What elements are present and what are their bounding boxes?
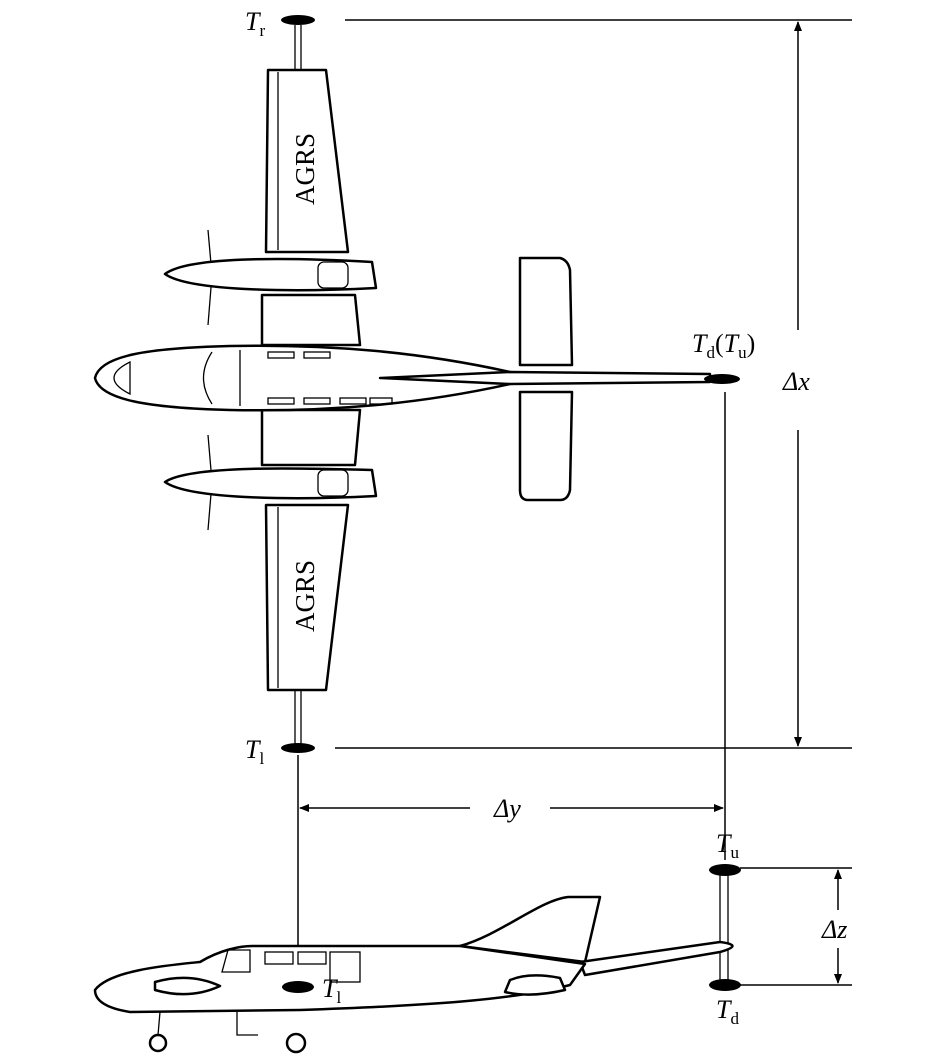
reference-lines [297, 19, 852, 986]
label-t-l-side: Tl [322, 974, 341, 1007]
wing-label-bottom: AGRS [290, 560, 320, 632]
towed-bird-l [281, 743, 315, 753]
towed-bird-d [704, 374, 740, 384]
towed-bird-l-side [282, 981, 314, 993]
towed-bird-d-side [709, 979, 741, 991]
label-t-u: Tu [716, 829, 739, 862]
label-t-d: Td [716, 995, 739, 1028]
wing-label-top: AGRS [290, 133, 320, 205]
label-t-r: Tr [245, 7, 265, 40]
label-delta-x: Δx [782, 367, 810, 396]
label-t-l-top: Tl [245, 735, 264, 768]
aircraft-top-view [93, 15, 740, 753]
label-delta-z: Δz [821, 915, 847, 944]
label-t-d-t-u: Td(Tu) [692, 329, 755, 362]
label-delta-y: Δy [493, 794, 521, 823]
towed-bird-r [281, 15, 315, 25]
aircraft-side-view [93, 864, 741, 1054]
towed-bird-u-side [709, 864, 741, 876]
